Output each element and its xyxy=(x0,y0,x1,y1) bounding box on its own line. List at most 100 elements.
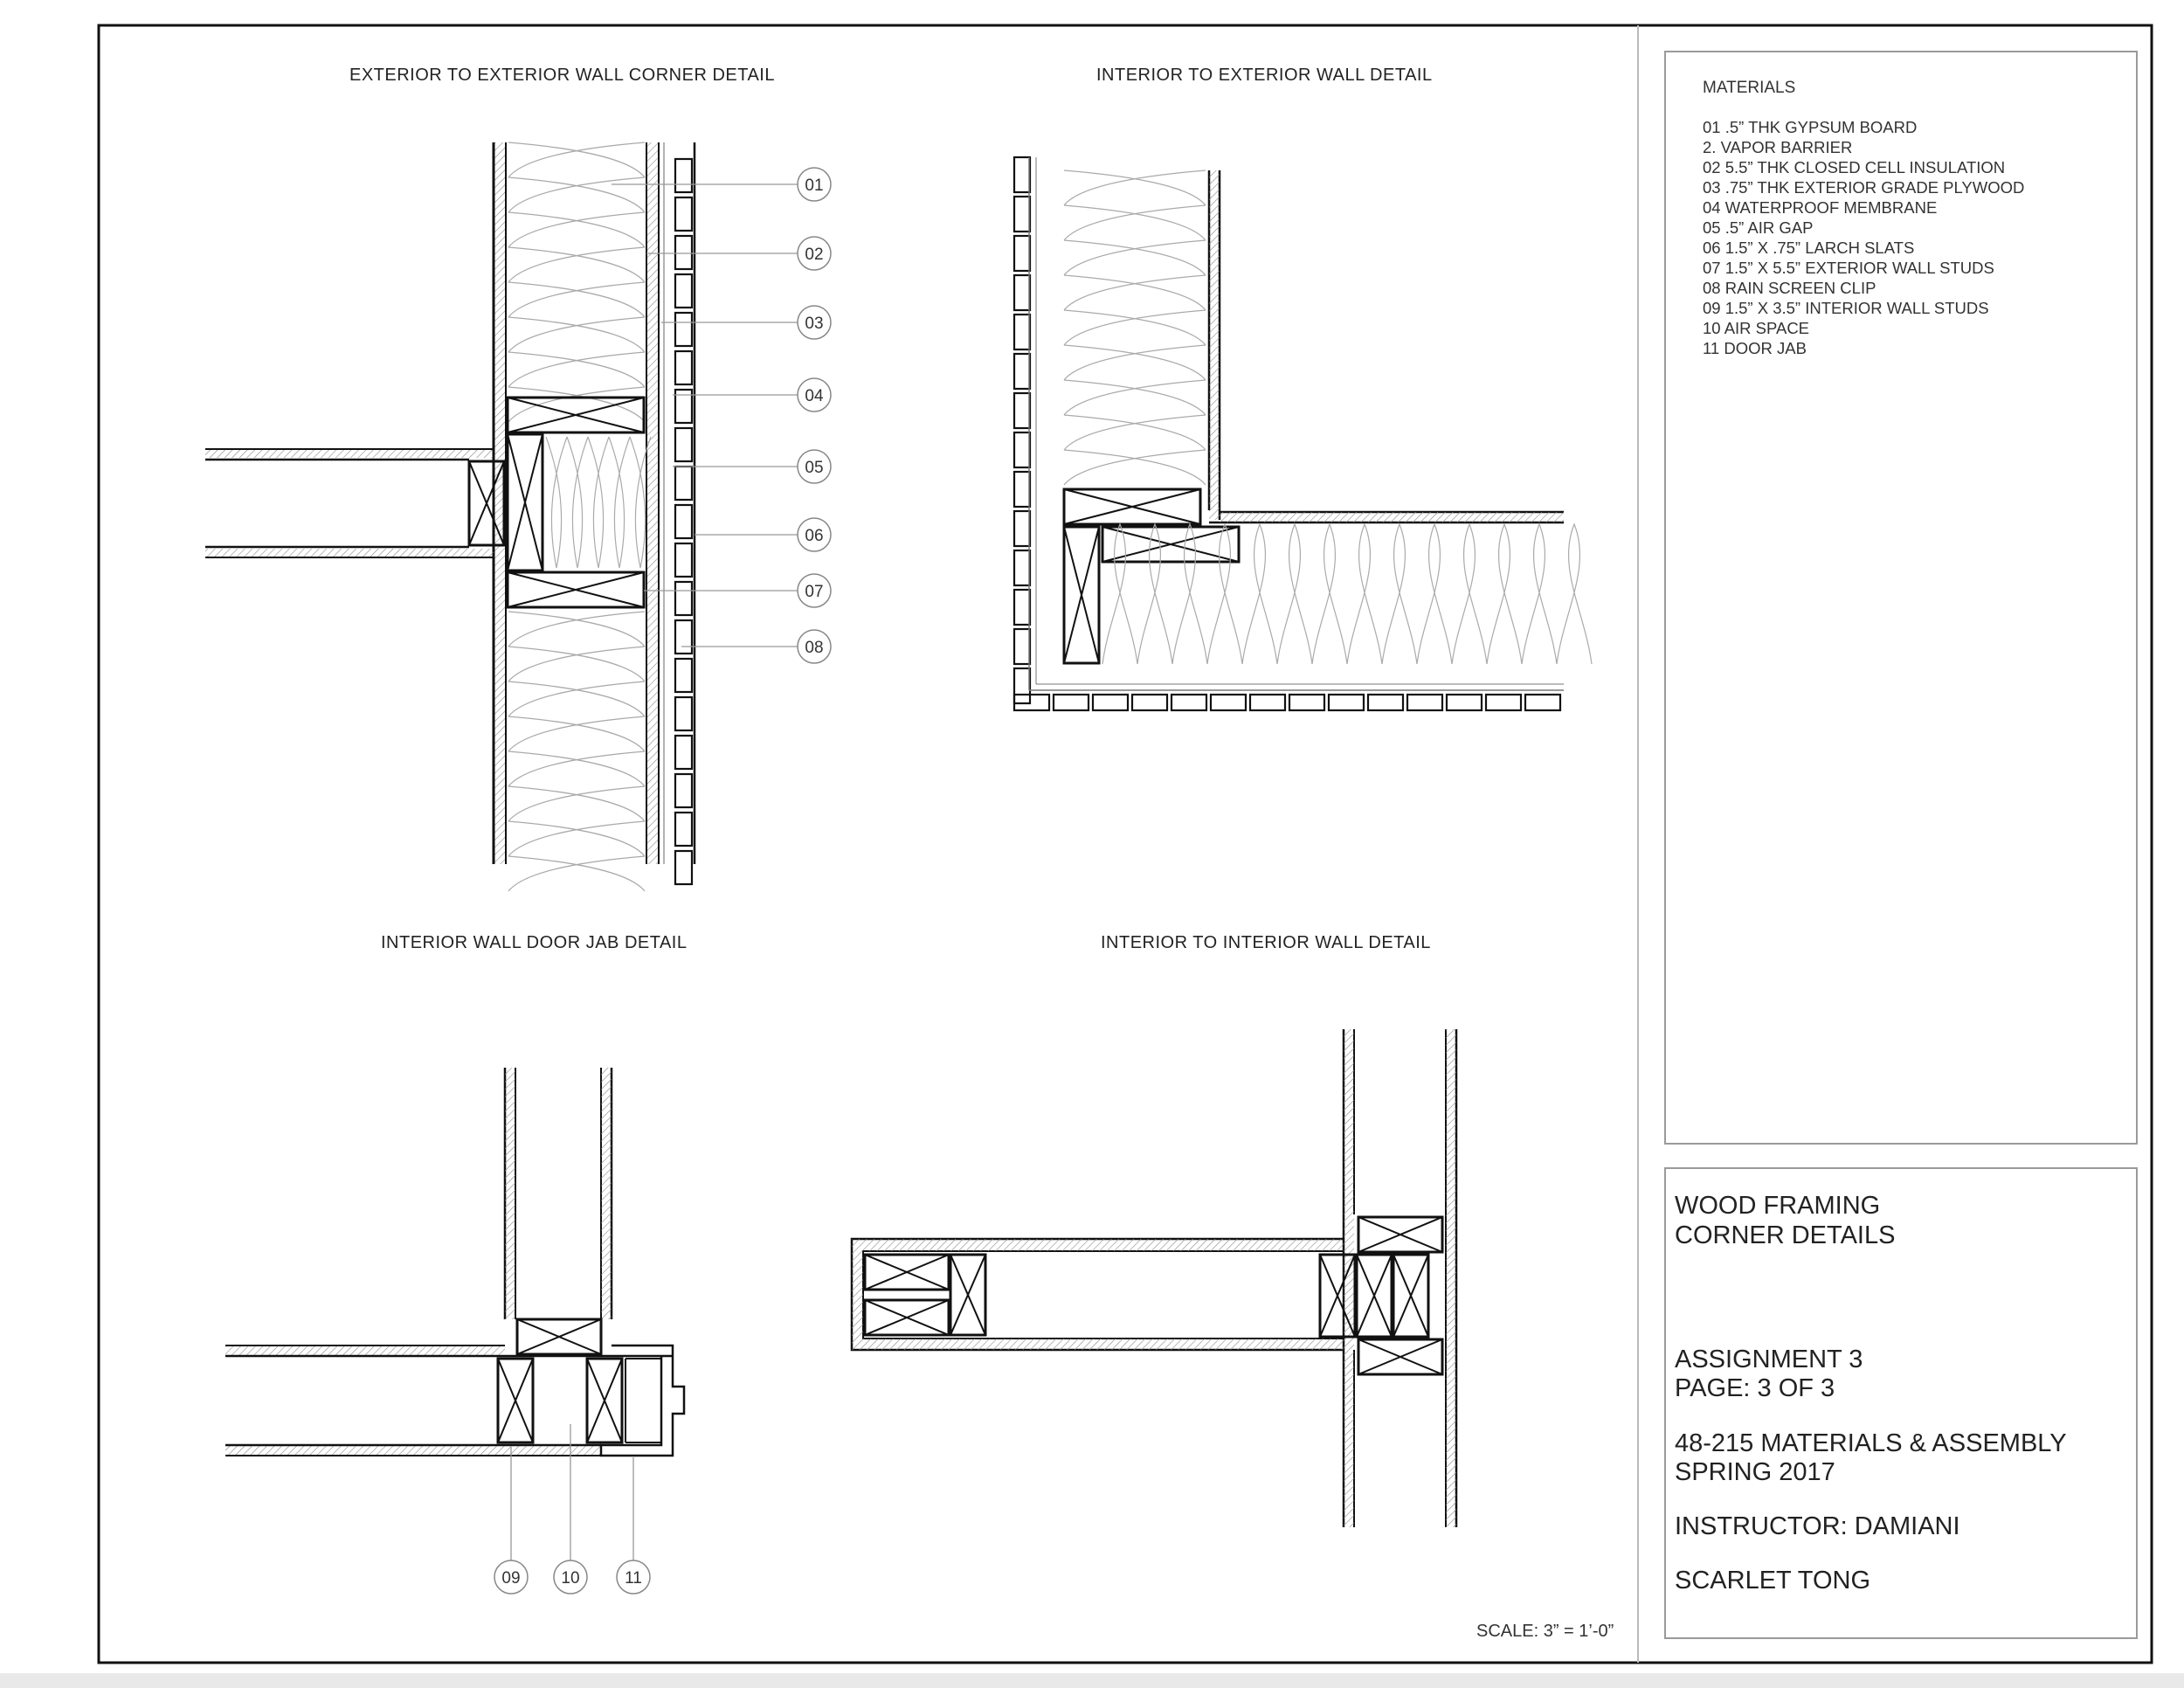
int-int-wall-detail xyxy=(850,1029,1458,1527)
callout-05: 05 xyxy=(805,459,823,477)
callout-09: 09 xyxy=(501,1569,520,1588)
insulation-batt xyxy=(508,176,646,213)
instructor-label: INSTRUCTOR: DAMIANI xyxy=(1675,1512,1960,1540)
insulation-batt xyxy=(508,281,646,318)
insulation-batt xyxy=(608,436,631,569)
int-int-detail-title: INTERIOR TO INTERIOR WALL DETAIL xyxy=(1101,933,1431,952)
larch-slat xyxy=(1013,588,1032,626)
insulation-batt xyxy=(508,785,646,822)
insulation-batt xyxy=(1486,522,1523,665)
insulation-batt xyxy=(1063,309,1206,346)
insulation-batt xyxy=(545,436,568,569)
insulation-batt xyxy=(1063,414,1206,451)
insulation-batt xyxy=(508,751,646,787)
door-jab-detail-title: INTERIOR WALL DOOR JAB DETAIL xyxy=(381,933,688,952)
insulation-batt xyxy=(1451,522,1488,665)
larch-slat xyxy=(1209,693,1248,712)
insulation-batt xyxy=(1063,379,1206,416)
larch-slat xyxy=(1013,391,1032,430)
insulation-batt xyxy=(508,681,646,717)
page-label: PAGE: 3 OF 3 xyxy=(1675,1374,1835,1402)
title-block: WOOD FRAMING CORNER DETAILS ASSIGNMENT 3… xyxy=(1664,1167,2138,1639)
insulation-batt xyxy=(1063,344,1206,381)
insulation-batt xyxy=(1063,449,1206,486)
insulation-batt xyxy=(508,351,646,388)
ext-ext-corner-detail xyxy=(205,142,798,892)
larch-slat xyxy=(1013,509,1032,548)
callout-02: 02 xyxy=(805,246,823,264)
insulation-batt xyxy=(1063,344,1206,381)
insulation-batt xyxy=(508,716,646,752)
insulation-batt xyxy=(508,211,646,248)
drawing-title-line2: CORNER DETAILS xyxy=(1675,1221,1896,1249)
larch-slat xyxy=(1366,693,1405,712)
insulation-batt xyxy=(508,855,646,892)
insulation-batt xyxy=(1206,522,1243,665)
insulation-batt xyxy=(508,611,646,647)
larch-slat xyxy=(674,503,694,540)
larch-slat xyxy=(1013,667,1032,705)
insulation-batt xyxy=(587,436,610,569)
callout-03: 03 xyxy=(805,315,823,333)
insulation-batt xyxy=(1063,204,1206,241)
larch-slat xyxy=(1013,431,1032,469)
insulation-batt xyxy=(508,351,646,388)
drawing-title-line1: WOOD FRAMING xyxy=(1675,1192,1881,1220)
insulation-batt xyxy=(508,855,646,892)
larch-slat xyxy=(1013,549,1032,587)
larch-slat xyxy=(674,196,694,232)
larch-slat xyxy=(1130,693,1169,712)
insulation-batt xyxy=(508,142,646,178)
insulation-batt xyxy=(1416,522,1453,665)
insulation-batt xyxy=(508,611,646,647)
insulation-batt xyxy=(508,386,646,423)
callout-10: 10 xyxy=(561,1569,579,1588)
larch-slat xyxy=(1052,693,1090,712)
insulation-batt xyxy=(1137,522,1173,665)
insulation-batt xyxy=(1521,522,1558,665)
material-item: 04 WATERPROOF MEMBRANE xyxy=(1703,198,1938,217)
int-ext-detail-title: INTERIOR TO EXTERIOR WALL DETAIL xyxy=(1096,66,1433,85)
larch-slat xyxy=(1013,313,1032,351)
insulation-batt xyxy=(508,646,646,682)
insulation-batt xyxy=(1063,169,1206,206)
sheet-border xyxy=(97,24,2153,1664)
insulation-batt xyxy=(1346,522,1383,665)
callout-08: 08 xyxy=(805,639,823,657)
larch-slat xyxy=(1013,693,1051,712)
material-item: 03 .75” THK EXTERIOR GRADE PLYWOOD xyxy=(1703,178,2025,197)
larch-slat xyxy=(1013,234,1032,273)
larch-slat xyxy=(1013,470,1032,508)
door-jab-detail xyxy=(225,1068,686,1564)
insulation-batt xyxy=(508,246,646,283)
insulation-batt xyxy=(1311,522,1348,665)
insulation-batt xyxy=(508,716,646,752)
materials-legend: MATERIALS 01 .5” THK GYPSUM BOARD 2. VAP… xyxy=(1664,51,2138,1145)
material-item: 09 1.5” X 3.5” INTERIOR WALL STUDS xyxy=(1703,299,1989,317)
insulation-batt xyxy=(566,436,589,569)
material-item: 2. VAPOR BARRIER xyxy=(1703,138,1853,156)
ext-ext-detail-title: EXTERIOR TO EXTERIOR WALL CORNER DETAIL xyxy=(349,66,775,85)
larch-slat xyxy=(674,849,694,886)
larch-slat xyxy=(674,657,694,694)
insulation-batt xyxy=(508,142,646,178)
larch-slat xyxy=(674,349,694,386)
callout-11: 11 xyxy=(625,1569,642,1588)
insulation-batt xyxy=(1063,274,1206,311)
insulation-batt xyxy=(1063,169,1206,206)
material-item: 07 1.5” X 5.5” EXTERIOR WALL STUDS xyxy=(1703,259,1994,277)
larch-slat xyxy=(674,772,694,809)
callout-04: 04 xyxy=(805,387,824,405)
insulation-batt xyxy=(508,176,646,213)
larch-slat xyxy=(1248,693,1287,712)
insulation-batt xyxy=(1063,449,1206,486)
material-item: 10 AIR SPACE xyxy=(1703,319,1810,337)
larch-slat xyxy=(674,426,694,463)
insulation-batt xyxy=(629,436,652,569)
insulation-batt xyxy=(1063,274,1206,311)
insulation-batt xyxy=(508,316,646,353)
larch-slat xyxy=(1013,627,1032,666)
material-item: 01 .5” THK GYPSUM BOARD xyxy=(1703,118,1918,136)
material-item: 02 5.5” THK CLOSED CELL INSULATION xyxy=(1703,158,2006,176)
